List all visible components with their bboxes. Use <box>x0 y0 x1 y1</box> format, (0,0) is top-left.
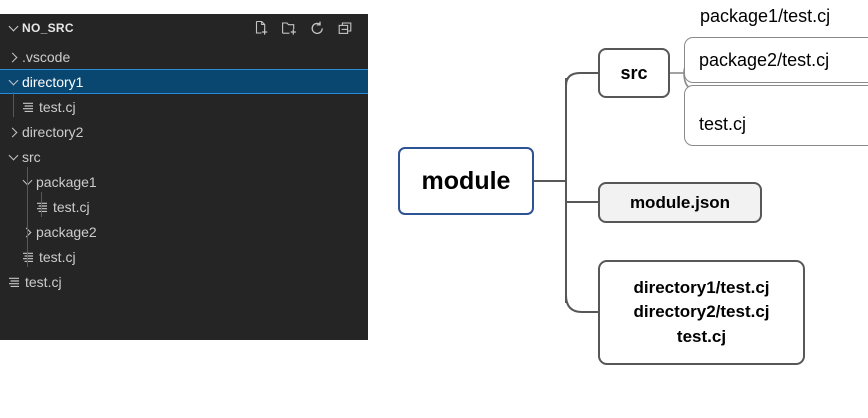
tree-indent-guide <box>13 92 14 117</box>
workspace-title: NO_SRC <box>22 21 74 35</box>
chevron-down-icon[interactable] <box>20 174 36 190</box>
root-file-line-1: directory1/test.cj <box>633 278 770 298</box>
src-test-file-label: test.cj <box>699 114 747 134</box>
file-tree: .vscode directory1 test.cj directory2 src pac… <box>0 42 368 294</box>
cangjie-file-icon <box>6 274 22 290</box>
node-package-files[interactable]: package2/test.cj <box>684 37 868 83</box>
tree-row-package2[interactable]: package2 <box>0 219 368 244</box>
cangjie-file-icon <box>20 99 36 115</box>
tree-indent-guide <box>27 167 28 267</box>
cangjie-file-icon <box>20 249 36 265</box>
tree-row-label: test.cj <box>53 198 90 215</box>
new-file-icon[interactable] <box>253 20 270 37</box>
chevron-down-icon[interactable] <box>6 149 22 165</box>
tree-row-test-cj[interactable]: test.cj <box>0 244 368 269</box>
tree-row--vscode[interactable]: .vscode <box>0 44 368 69</box>
new-folder-icon[interactable] <box>281 20 298 37</box>
chevron-right-icon[interactable] <box>6 124 22 140</box>
tree-row-directory1[interactable]: directory1 <box>0 69 368 94</box>
chevron-right-icon[interactable] <box>20 224 36 240</box>
tree-row-directory2[interactable]: directory2 <box>0 119 368 144</box>
tree-row-label: package2 <box>36 223 97 240</box>
node-root-files[interactable]: directory1/test.cj directory2/test.cj te… <box>598 260 805 365</box>
tree-row-label: test.cj <box>25 273 62 290</box>
explorer-action-bar <box>253 20 358 37</box>
tree-row-label: directory2 <box>22 123 84 140</box>
chevron-right-icon[interactable] <box>6 49 22 65</box>
chevron-down-icon[interactable] <box>6 20 22 36</box>
chevron-down-icon[interactable] <box>6 74 22 90</box>
cangjie-file-icon <box>34 199 50 215</box>
refresh-icon[interactable] <box>309 20 326 37</box>
root-file-line-2: directory2/test.cj <box>633 302 770 322</box>
package1-file-label: package1/test.cj <box>700 6 831 26</box>
collapse-all-icon[interactable] <box>337 20 354 37</box>
tree-row-package1[interactable]: package1 <box>0 169 368 194</box>
tree-row-label: src <box>22 148 41 165</box>
package2-file-label: package2/test.cj <box>699 49 830 70</box>
explorer-panel: NO_SRC <box>0 14 368 340</box>
tree-row-label: .vscode <box>22 48 71 65</box>
tree-row-label: test.cj <box>39 248 76 265</box>
node-src[interactable]: src <box>598 48 670 98</box>
node-module-json[interactable]: module.json <box>598 182 762 223</box>
tree-indent-guide <box>41 192 42 217</box>
root-file-line-3: test.cj <box>676 326 727 346</box>
tree-row-src[interactable]: src <box>0 144 368 169</box>
tree-row-label: package1 <box>36 173 97 190</box>
tree-row-label: test.cj <box>39 98 76 115</box>
node-module[interactable]: module <box>398 147 534 215</box>
tree-row-test-cj[interactable]: test.cj <box>0 269 368 294</box>
node-src-test-file[interactable]: test.cj <box>684 85 868 146</box>
tree-row-test-cj[interactable]: test.cj <box>0 194 368 219</box>
explorer-header: NO_SRC <box>0 14 368 42</box>
tree-row-label: directory1 <box>22 73 84 90</box>
tree-row-test-cj[interactable]: test.cj <box>0 94 368 119</box>
